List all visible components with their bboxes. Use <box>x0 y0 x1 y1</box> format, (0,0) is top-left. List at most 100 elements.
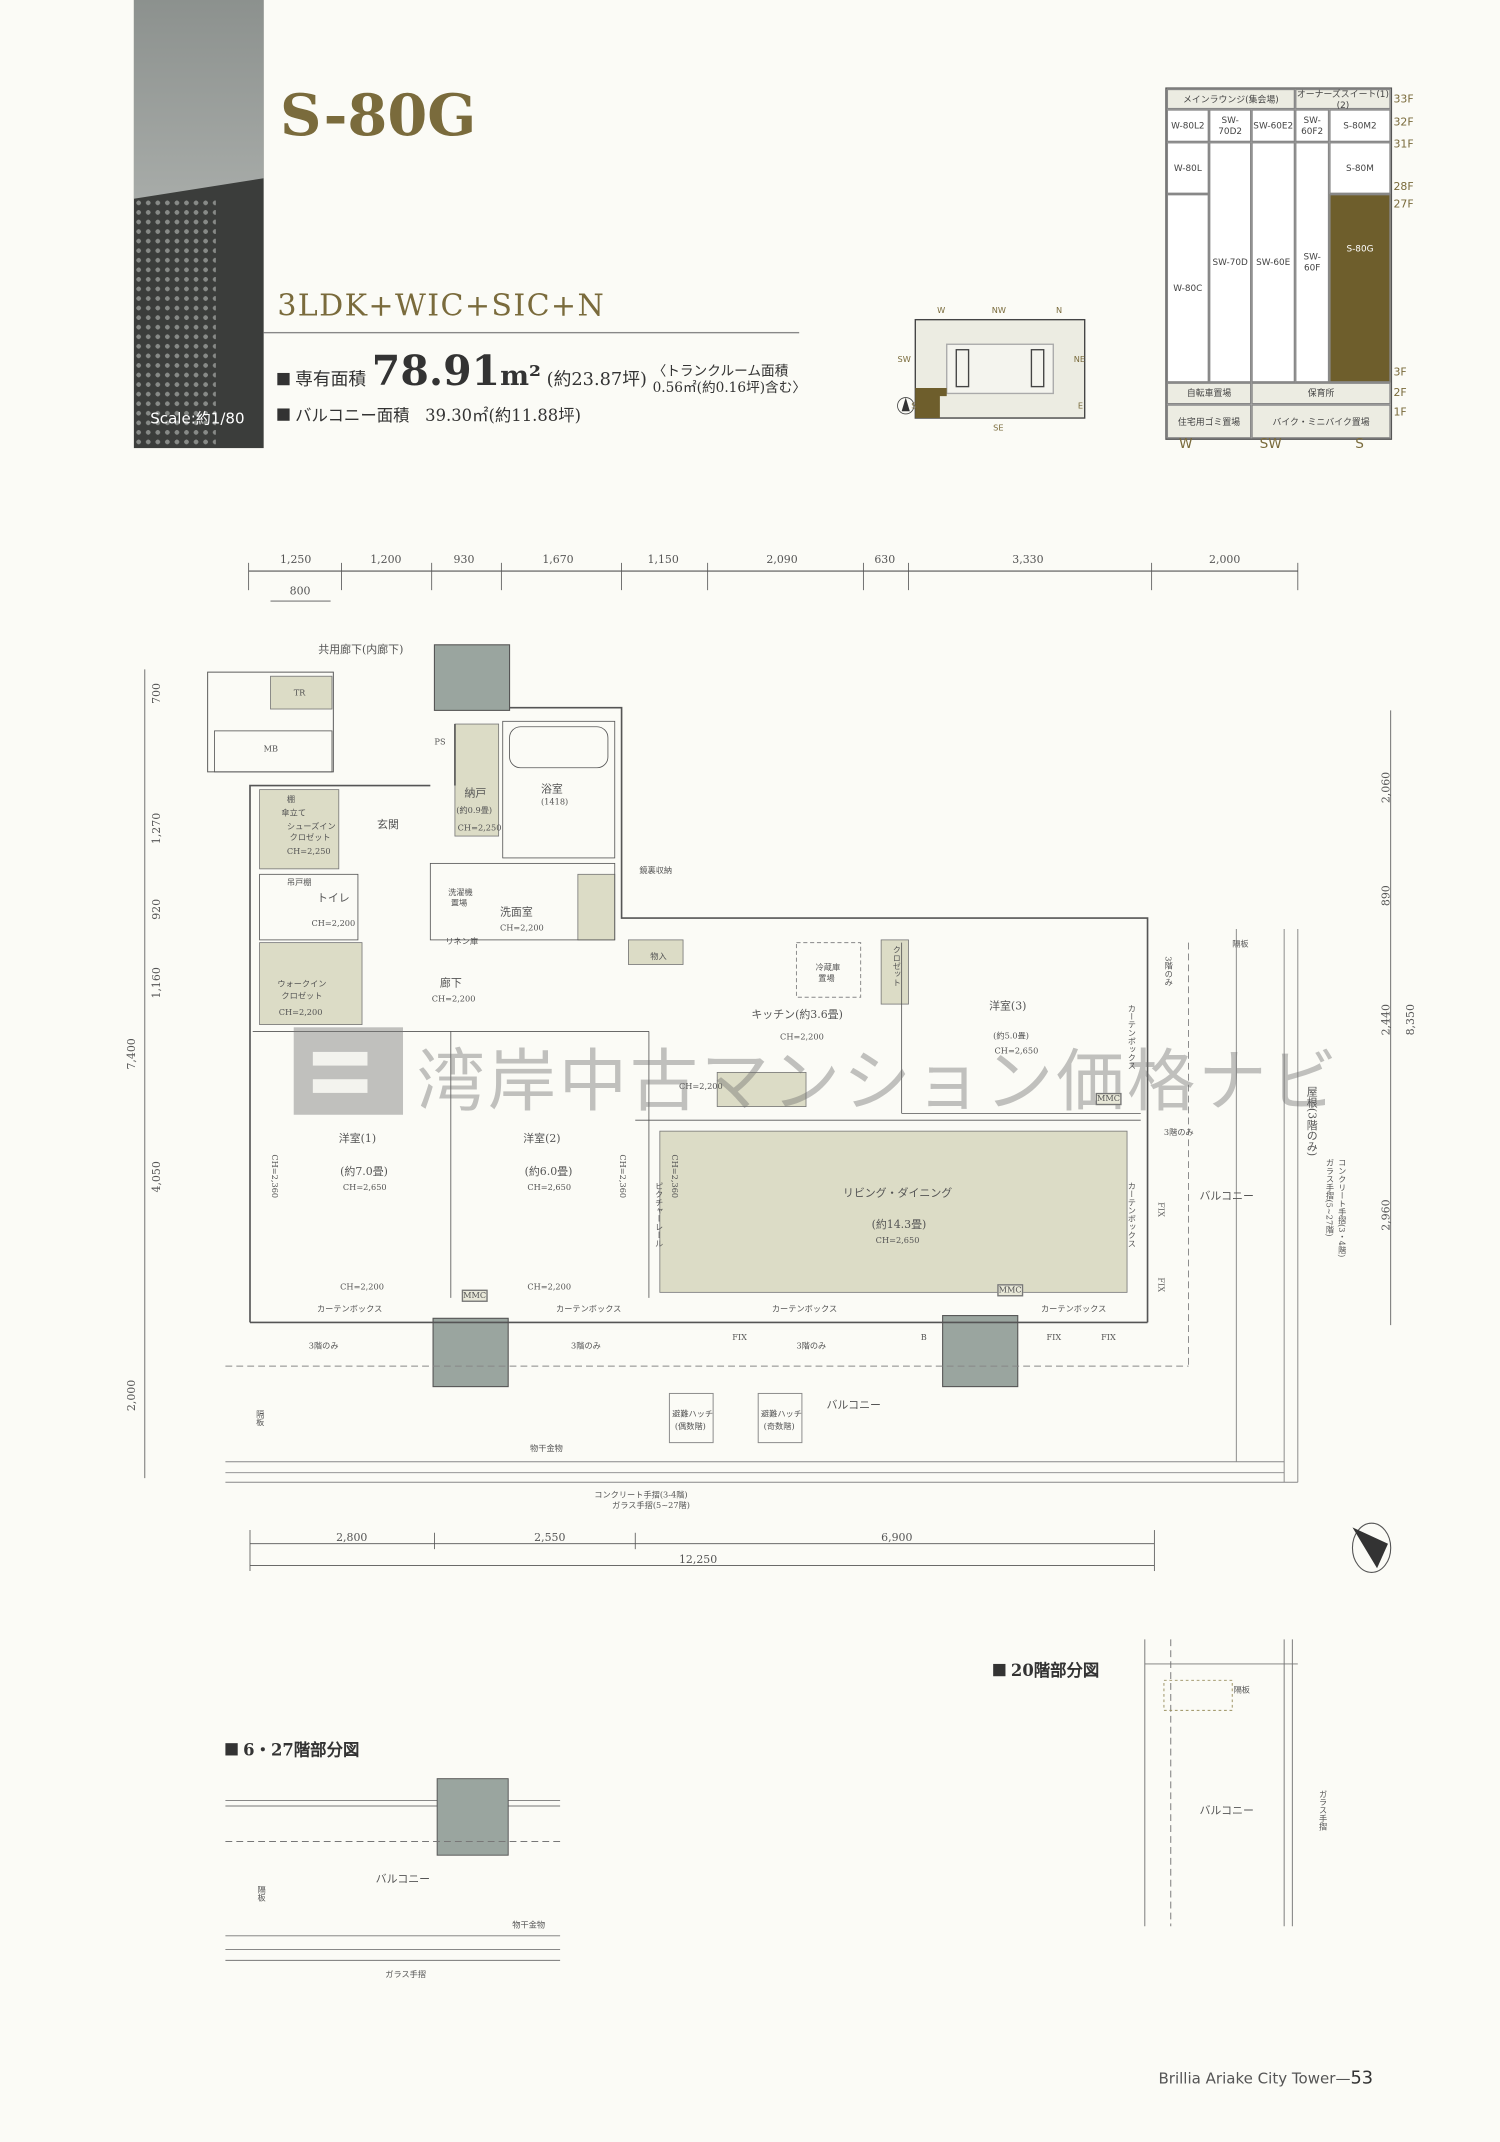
stack-cell: W-80L <box>1166 142 1210 194</box>
label-partition: 隔板 <box>254 1409 264 1427</box>
floor-label: 1F <box>1393 405 1407 419</box>
label-hanging-shelf: 吊戸棚 <box>286 878 312 888</box>
key-plan-n: N <box>1056 306 1063 316</box>
label-kitchen: キッチン(約3.6畳) <box>751 1008 843 1021</box>
label-curtain-box: カーテンボックス <box>316 1304 383 1315</box>
watermark-logo <box>293 1027 404 1115</box>
label-kitchen-ch: CH=2,200 <box>780 1032 824 1043</box>
label-hall: 廊下 <box>439 976 462 990</box>
label-washroom-ch: CH=2,200 <box>499 923 544 934</box>
wing-label: W <box>1178 437 1193 453</box>
dim-top: 3,330 <box>1012 553 1044 566</box>
label-toilet: トイレ <box>316 892 350 905</box>
partial-balcony-label: バルコニー <box>375 1872 431 1886</box>
stack-cell: W-80C <box>1166 193 1210 383</box>
key-plan-nw: NW <box>991 306 1007 316</box>
floor-label: 32F <box>1393 116 1414 129</box>
area-unit: m² <box>500 359 542 393</box>
label-third-floor-only: 3階のみ <box>796 1341 827 1352</box>
label-linen: リネン庫 <box>445 937 479 947</box>
label-nando: 納戸 <box>464 786 487 800</box>
label-mmc: MMC <box>461 1289 488 1302</box>
dim-bottom: 12,250 <box>678 1553 718 1566</box>
dim-bottom: 6,900 <box>881 1531 913 1544</box>
dim-right: 890 <box>1379 885 1393 907</box>
label-fix: FIX <box>732 1333 748 1343</box>
stack-cell: W-80L2 <box>1166 109 1210 143</box>
label-mmc: MMC <box>997 1284 1024 1297</box>
label-wic2: クロゼット <box>281 991 323 1002</box>
dim-top: 1,250 <box>280 553 312 566</box>
dim-left: 4,050 <box>150 1161 163 1193</box>
label-storage: 物入 <box>650 952 667 962</box>
stack-cell: S-80M2 <box>1329 109 1391 143</box>
dim-left: 700 <box>150 683 163 704</box>
dim-top: 630 <box>874 553 896 566</box>
label-balcony-south: バルコニー <box>826 1398 881 1412</box>
label-mb: MB <box>263 744 279 755</box>
label-room2-size: (約6.0畳) <box>524 1165 573 1178</box>
balcony-area: バルコニー面積 39.30㎡(約11.88坪) <box>277 403 581 426</box>
exclusive-area-tsubo: (約23.87坪) <box>546 370 647 391</box>
layout-type: 3LDK+WIC+SIC+N <box>277 289 606 324</box>
side-band: Scale:約1/80 <box>133 0 264 449</box>
label-mmc: MMC <box>1095 1092 1122 1106</box>
label-fix: FIX <box>1155 1202 1166 1217</box>
exclusive-area-value: 78.91 <box>371 348 501 397</box>
dim-left: 1,160 <box>150 967 163 999</box>
label-b: B <box>920 1333 927 1343</box>
label-toilet-ch: CH=2,200 <box>311 919 356 929</box>
label-partition: 隔板 <box>1232 939 1249 950</box>
dim-top: 1,670 <box>542 553 574 566</box>
label-third-floor-only: 3階のみ <box>1163 1128 1194 1138</box>
label-third-floor-only: 3階のみ <box>571 1341 601 1352</box>
divider <box>263 331 800 334</box>
label-room3-ch: CH=2,650 <box>994 1046 1039 1057</box>
label-curtain-box: カーテンボックス <box>556 1304 622 1315</box>
label-washroom: 洗面室 <box>499 905 533 919</box>
label-roof: 屋根(3階のみ) <box>1306 1086 1319 1157</box>
label-ch-vertical: CH=2,360 <box>617 1154 628 1199</box>
label-room2-ch: CH=2,650 <box>527 1183 572 1193</box>
key-plan-ne: NE <box>1073 355 1086 365</box>
partial-partition-label: 隔板 <box>255 1885 266 1902</box>
footer-title: Brillia Ariake City Tower <box>1158 2069 1336 2088</box>
label-hatch-odd: 避難ハッチ <box>760 1409 802 1420</box>
label-fridge: 冷蔵庫 <box>815 963 841 973</box>
stack-cell-current: S-80G <box>1329 193 1391 383</box>
stack-cell: SW-60F <box>1295 142 1330 383</box>
dim-bottom: 2,800 <box>336 1531 368 1544</box>
stack-cell: SW-60F2 <box>1295 109 1330 143</box>
dim-right: 2,060 <box>1379 771 1393 804</box>
key-plan-e: E <box>1077 401 1084 412</box>
stack-cell: SW-60E2 <box>1251 109 1296 143</box>
label-umbrella: 傘立て <box>281 808 307 819</box>
label-ch-vertical: CH=2,360 <box>269 1154 279 1199</box>
label-curtain-box: カーテンボックス <box>1125 1004 1136 1070</box>
trunk-note-1: 〈トランクルーム面積 <box>652 364 789 380</box>
balcony-area-value: 39.30㎡(約11.88坪) <box>425 405 582 425</box>
partial-6-27-title: 6・27階部分図 <box>225 1738 359 1761</box>
stack-cell: オーナーズスイート(1)(2) <box>1295 88 1391 110</box>
label-railing-vertical: コンクリート手摺(3・4階) ガラス手摺(5~27階) <box>1323 1158 1346 1258</box>
floor-label: 3F <box>1393 366 1407 379</box>
label-ch: CH=2,200 <box>340 1282 384 1293</box>
partial-6-27-title-text: 6・27階部分図 <box>243 1740 360 1760</box>
label-balcony-east: バルコニー <box>1199 1189 1254 1203</box>
label-ld-ch: CH=2,650 <box>875 1236 920 1246</box>
label-hatch-even: 避難ハッチ <box>672 1409 714 1420</box>
label-closet: クロゼット <box>890 945 901 987</box>
partial-20-title-text: 20階部分図 <box>1010 1661 1100 1681</box>
label-ch-vertical: CH=2,360 <box>669 1154 679 1199</box>
label-hatch-even2: (偶数階) <box>674 1422 706 1432</box>
label-nando-ch: CH=2,250 <box>457 823 502 834</box>
label-fix: FIX <box>1101 1333 1116 1343</box>
dim-right: 2,440 <box>1379 1004 1393 1036</box>
label-hall-ch: CH=2,200 <box>431 994 476 1005</box>
partial-20-partition-label: 隔板 <box>1233 1685 1251 1696</box>
wing-label: S <box>1355 437 1364 453</box>
floor-label: 31F <box>1393 137 1414 151</box>
dim-left: 2,000 <box>125 1379 138 1412</box>
